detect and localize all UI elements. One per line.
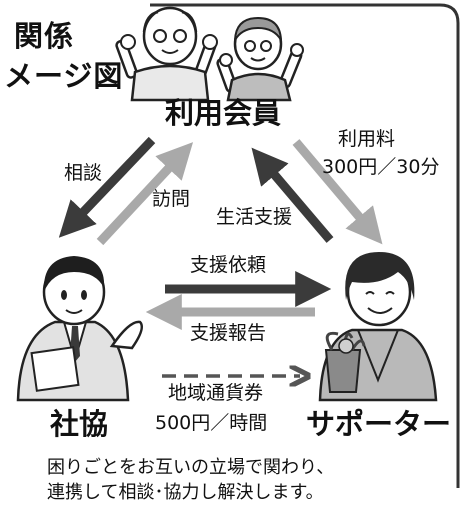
node-members: 利用会員 <box>165 96 282 130</box>
label-report: 支援報告 <box>190 322 267 344</box>
footer-line2: 連携して相談･協力し解決します。 <box>47 482 324 503</box>
visit-arrow <box>96 142 194 246</box>
label-visit: 訪問 <box>152 188 191 210</box>
label-currency-name: 地域通貨券 <box>168 382 264 404</box>
diagram-title-line2: メージ図 <box>4 59 124 93</box>
node-council: 社協 <box>50 407 109 441</box>
label-currency-amount: 500円／時間 <box>155 412 268 434</box>
footer-line1: 困りごとをお互いの立場で関わり、 <box>47 457 335 478</box>
label-fee-amount: 300円／30分 <box>322 156 440 178</box>
label-request: 支援依頼 <box>190 254 267 276</box>
diagram-title-line1: 関係 <box>14 19 75 53</box>
fee-arrow <box>292 139 383 245</box>
elderly-couple-icon <box>115 6 304 102</box>
label-life-support: 生活支援 <box>216 206 293 228</box>
node-supporter: サポーター <box>306 407 452 441</box>
consult-arrow <box>58 136 156 238</box>
label-fee-title: 利用料 <box>338 128 396 150</box>
life-support-arrow <box>251 147 334 243</box>
label-consult: 相談 <box>64 162 103 184</box>
social-worker-icon <box>16 256 143 402</box>
volunteer-woman-icon <box>318 252 438 402</box>
